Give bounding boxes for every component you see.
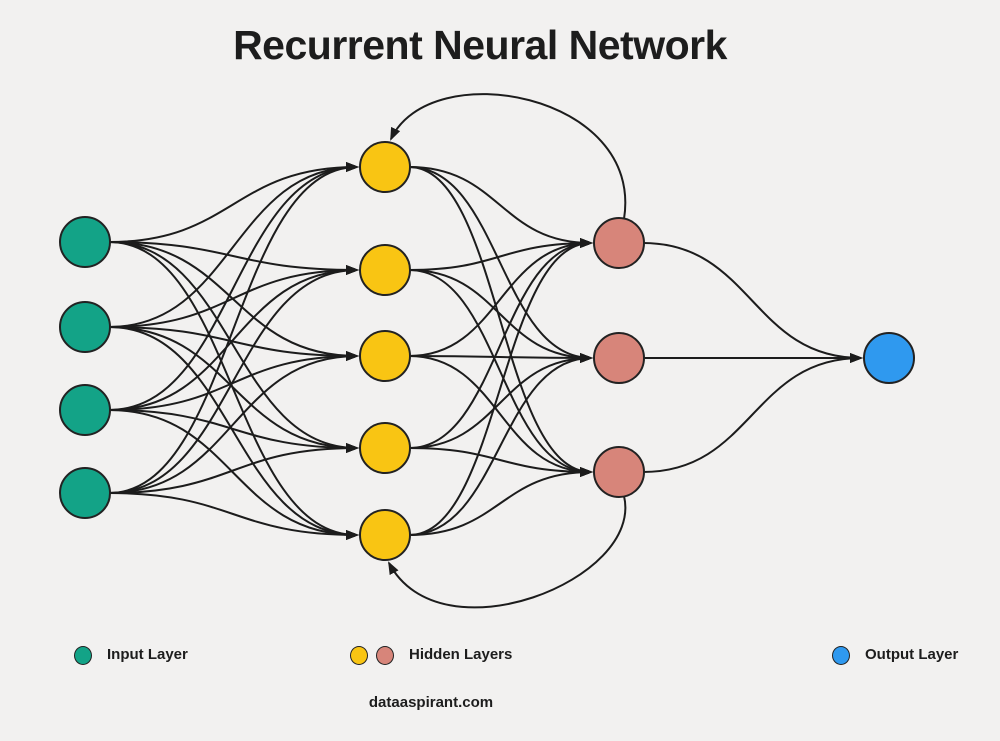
edge-input-1-hidden1-4	[108, 326, 359, 540]
node-hidden2-1	[593, 332, 645, 384]
edge-hidden1-0-hidden2-1	[408, 166, 593, 363]
edge-hidden1-3-hidden2-0	[408, 238, 593, 449]
edge-hidden1-3-hidden2-1	[408, 353, 593, 449]
edge-input-2-hidden1-3	[108, 409, 359, 453]
edge-input-3-hidden1-3	[108, 443, 359, 494]
edge-input-2-hidden1-0	[108, 162, 359, 411]
recurrent-edge-top	[390, 93, 627, 220]
legend-dot-hidden1-icon	[350, 645, 368, 665]
legend-label-input-layer: Input Layer	[107, 646, 188, 663]
legend-dot-hidden2-icon	[376, 645, 394, 665]
recurrent-edge-bottom	[388, 495, 627, 609]
edge-input-3-hidden1-4	[108, 492, 359, 540]
edge-input-2-hidden1-4	[108, 409, 359, 540]
legend-item-output-layer: Output Layer	[832, 645, 959, 665]
node-input-2	[59, 384, 111, 436]
page-title: Recurrent Neural Network	[233, 22, 727, 68]
node-hidden1-3	[359, 422, 411, 474]
edge-hidden1-2-hidden2-2	[408, 355, 593, 477]
legend-label-output-layer: Output Layer	[865, 646, 959, 663]
edge-input-3-hidden1-2	[108, 351, 359, 494]
edge-input-1-hidden1-3	[108, 326, 359, 453]
edge-hidden1-0-hidden2-0	[408, 166, 593, 248]
node-hidden2-2	[593, 446, 645, 498]
edge-input-0-hidden1-3	[108, 241, 359, 453]
edge-hidden1-1-hidden2-0	[408, 238, 593, 271]
edge-hidden1-4-hidden2-2	[408, 467, 593, 536]
node-hidden1-2	[359, 330, 411, 382]
node-input-1	[59, 301, 111, 353]
legend-dot-group-input	[74, 645, 92, 665]
edge-hidden1-4-hidden2-0	[408, 238, 593, 536]
legend-dot-group-output	[832, 645, 850, 665]
edge-hidden1-3-hidden2-2	[408, 447, 593, 477]
legend-item-input-layer: Input Layer	[74, 645, 188, 665]
edge-hidden1-0-hidden2-2	[408, 166, 593, 477]
edge-hidden2-0-output-0	[642, 242, 863, 363]
edge-input-1-hidden1-1	[108, 265, 359, 328]
footer-site-name: dataaspirant.com	[368, 694, 494, 711]
edge-hidden1-2-hidden2-0	[408, 238, 593, 357]
edge-input-2-hidden1-1	[108, 265, 359, 411]
edge-hidden1-2-hidden2-1	[408, 352, 593, 363]
edge-hidden1-1-hidden2-2	[408, 269, 593, 477]
legend-dot-output-icon	[832, 645, 850, 665]
node-hidden1-4	[359, 509, 411, 561]
node-output-0	[863, 332, 915, 384]
node-input-0	[59, 216, 111, 268]
edge-hidden1-1-hidden2-1	[408, 269, 593, 363]
legend-dot-group-hidden	[350, 645, 394, 665]
legend-item-hidden-layers: Hidden Layers	[350, 645, 513, 665]
edge-input-0-hidden1-1	[108, 241, 359, 275]
node-hidden1-1	[359, 244, 411, 296]
edge-hidden1-4-hidden2-1	[408, 353, 593, 536]
node-input-3	[59, 467, 111, 519]
legend-label-hidden-layers: Hidden Layers	[409, 646, 513, 663]
edge-input-3-hidden1-0	[108, 162, 359, 494]
edge-hidden2-2-output-0	[642, 353, 863, 473]
legend-dot-input-icon	[74, 645, 92, 665]
node-hidden1-0	[359, 141, 411, 193]
node-hidden2-0	[593, 217, 645, 269]
edge-input-0-hidden1-0	[108, 162, 359, 243]
edge-input-3-hidden1-1	[108, 265, 359, 494]
edge-input-1-hidden1-0	[108, 162, 359, 328]
